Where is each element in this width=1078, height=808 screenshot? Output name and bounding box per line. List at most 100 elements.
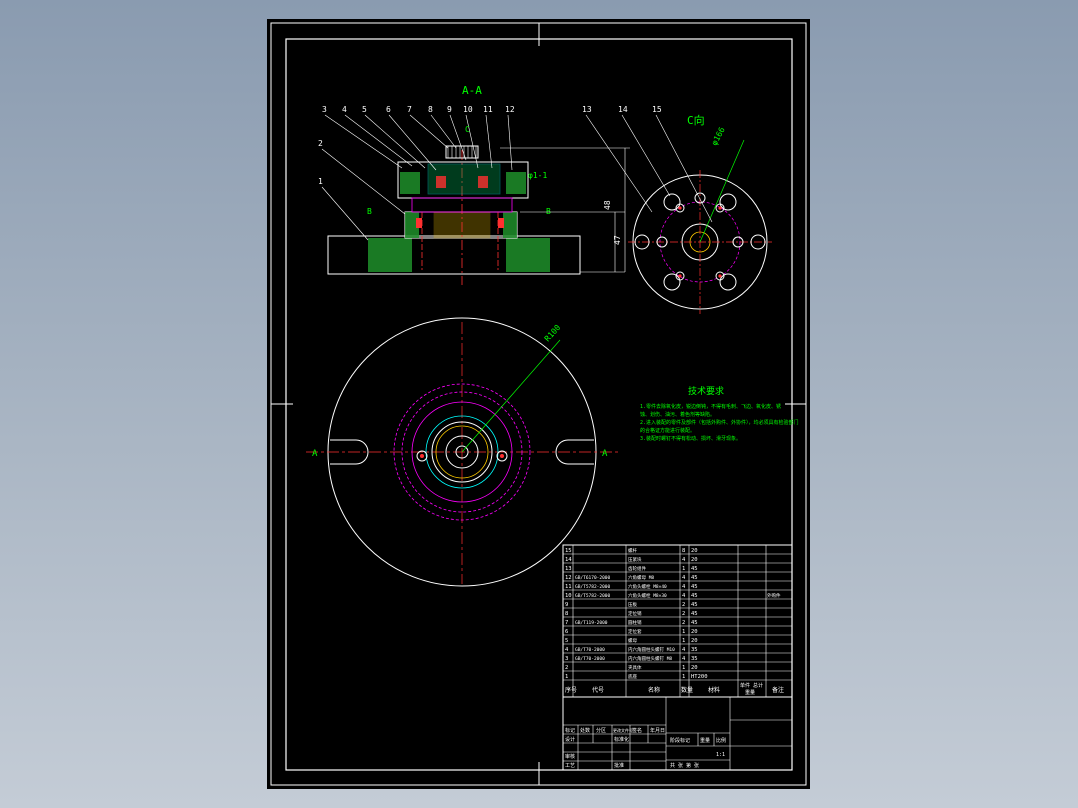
- dim-diameter-small: φ1-1: [528, 171, 547, 180]
- bom-cell-no: 14: [565, 557, 572, 563]
- bom-cell-no: 8: [565, 611, 568, 617]
- bom-cell-mat: 20: [691, 665, 698, 671]
- section-mark-c: C: [465, 125, 470, 134]
- bom-cell-mat: HT200: [691, 674, 708, 680]
- callout-13: 13: [582, 105, 592, 114]
- callout-2: 2: [318, 139, 323, 148]
- bom-row: 1 底座 1 HT200: [565, 673, 708, 680]
- bom-row: 8 定位销 2 45: [565, 610, 698, 617]
- tb-zone: 分区: [596, 727, 606, 734]
- bom-cell-qty: 4: [682, 584, 686, 590]
- bom-header-mat: 材料: [708, 686, 720, 694]
- bom-cell-no: 15: [565, 548, 572, 554]
- bom-cell-name: 齿轮组件: [628, 565, 646, 572]
- bom-cell-name: 六角头螺栓 M8×30: [628, 592, 667, 599]
- callout-12: 12: [505, 105, 515, 114]
- tech-line-4: 的合格证方能进行装配。: [640, 427, 695, 434]
- callout-10: 10: [463, 105, 473, 114]
- bom-cell-qty: 2: [682, 602, 685, 608]
- bom-cell-mat: 45: [691, 611, 698, 617]
- bom-cell-code: GB/T5782-2000: [575, 593, 611, 599]
- tb-designer: 设计: [565, 736, 575, 743]
- section-mark-b-left: B: [367, 207, 372, 216]
- title-block: 标记 处数 分区 更改文件号 签名 年月日 设计 标准化 审核 工艺 批准 阶段…: [562, 696, 793, 771]
- bom-cell-no: 3: [565, 656, 568, 662]
- technical-requirements: 技术要求 1.零件去除氧化皮，锐边倒钝，不得有毛刺、飞边、氧化皮、锈 蚀、划伤、…: [640, 385, 799, 442]
- bom-cell-qty: 4: [682, 575, 686, 581]
- tb-checker: 审核: [565, 753, 575, 760]
- bom-cell-qty: 1: [682, 674, 685, 680]
- bom-cell-mat: 20: [691, 557, 698, 563]
- bom-cell-code: GB/T70-2000: [575, 647, 605, 653]
- bom-cell-name: 内六角圆柱头螺钉 M10: [628, 646, 675, 653]
- bom-cell-no: 1: [565, 674, 568, 680]
- tb-weight: 重量: [700, 737, 710, 744]
- bom-cell-code: GB/T70-2000: [575, 656, 605, 662]
- bom-cell-mat: 45: [691, 593, 698, 599]
- bom-cell-name: 内六角圆柱头螺钉 M8: [628, 655, 672, 662]
- tech-line-1: 1.零件去除氧化皮，锐边倒钝，不得有毛刺、飞边、氧化皮、锈: [640, 403, 781, 410]
- tb-approve: 批准: [614, 762, 624, 769]
- bom-cell-qty: 4: [682, 647, 686, 653]
- section-mark-b-right: B: [546, 207, 551, 216]
- callout-5: 5: [362, 105, 367, 114]
- bom-cell-name: 底座: [628, 673, 637, 680]
- callout-6: 6: [386, 105, 391, 114]
- section-title: A-A: [462, 84, 482, 97]
- bom-row: 4 GB/T70-2000 内六角圆柱头螺钉 M10 4 35: [565, 646, 698, 653]
- bom-cell-note: 外购件: [767, 592, 781, 599]
- bom-cell-no: 4: [565, 647, 569, 653]
- plan-view: R100 A A: [306, 317, 618, 587]
- bom-cell-name: 定位套: [628, 628, 642, 635]
- bom-cell-mat: 35: [691, 656, 698, 662]
- bom-cell-name: 六角头螺栓 M8×40: [628, 583, 667, 590]
- callout-3: 3: [322, 105, 327, 114]
- bom-cell-name: 压板: [628, 601, 637, 608]
- bom-cell-mat: 35: [691, 647, 698, 653]
- drawing-sheet: [267, 19, 810, 789]
- callout-7: 7: [407, 105, 412, 114]
- bom-cell-no: 13: [565, 566, 572, 572]
- bom-cell-name: 压紧块: [628, 556, 642, 563]
- tb-change-no: 更改文件号: [613, 727, 633, 733]
- bom-cell-qty: 1: [682, 566, 685, 572]
- tech-title: 技术要求: [688, 385, 724, 397]
- cut-mark-left: A: [312, 449, 318, 459]
- bom-cell-code: GB/T119-2000: [575, 620, 608, 626]
- bom-cell-qty: 1: [682, 665, 685, 671]
- bom-cell-code: GB/T6170-2000: [575, 575, 611, 581]
- bom-cell-qty: 8: [682, 548, 685, 554]
- tb-stage: 阶段标记: [670, 737, 690, 744]
- tb-scale-value: 1:1: [716, 752, 725, 758]
- bom-cell-no: 10: [565, 593, 572, 599]
- bom-cell-name: 定位销: [628, 610, 642, 617]
- tb-process: 工艺: [565, 763, 575, 769]
- bom-cell-qty: 4: [682, 656, 686, 662]
- bom-cell-mat: 45: [691, 620, 698, 626]
- bom-cell-mat: 20: [691, 629, 698, 635]
- tb-sheets: 共 张 第 张: [670, 762, 699, 769]
- bom-cell-qty: 2: [682, 620, 685, 626]
- bom-cell-no: 5: [565, 638, 568, 644]
- bom-cell-mat: 45: [691, 602, 698, 608]
- tech-line-2: 蚀、划伤、油污、着色剂等缺陷。: [640, 411, 715, 418]
- bom-cell-qty: 4: [682, 593, 686, 599]
- bom-header-unit: 单件: [740, 682, 750, 689]
- tech-line-3: 2.进入装配的零件及部件（包括外购件、外协件），均必须具有检验部门: [640, 419, 799, 426]
- view-c-label: C向: [687, 113, 705, 127]
- bom-header-name: 名称: [648, 686, 660, 694]
- bom-cell-qty: 2: [682, 611, 685, 617]
- callout-11: 11: [483, 105, 493, 114]
- bom-cell-mat: 20: [691, 638, 698, 644]
- bom-cell-mat: 20: [691, 548, 698, 554]
- callout-8: 8: [428, 105, 433, 114]
- callout-9: 9: [447, 105, 452, 114]
